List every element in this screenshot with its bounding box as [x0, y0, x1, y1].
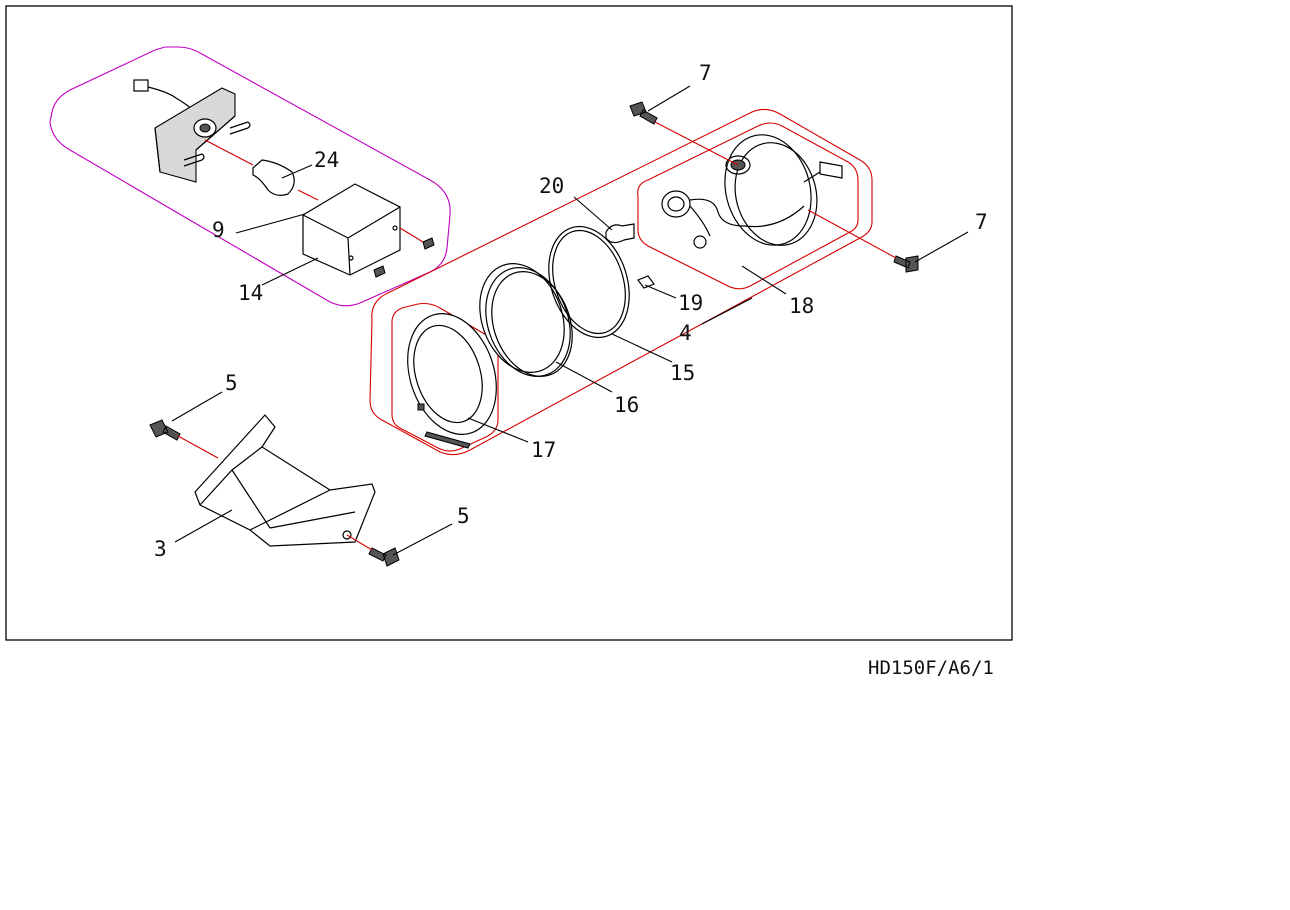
leader-lines — [171, 85, 969, 556]
position-bulb — [637, 275, 655, 289]
label-16: 16 — [614, 393, 639, 417]
rim-screw — [424, 431, 471, 449]
label-7-top: 7 — [699, 61, 712, 85]
label-17: 17 — [531, 438, 556, 462]
lens-back-rim — [491, 271, 573, 377]
fender-hole — [342, 530, 352, 540]
license-light-housing — [154, 87, 236, 183]
housing-pin — [229, 121, 251, 135]
label-18: 18 — [789, 294, 814, 318]
screw-hole — [392, 225, 398, 231]
license-light-group-outline — [49, 46, 451, 307]
headlight-group-outline — [369, 108, 873, 456]
fender-cover — [149, 414, 400, 567]
rim-inner — [413, 324, 483, 424]
housing-connector — [819, 161, 843, 179]
license-lens-cover — [302, 183, 401, 276]
fender-body — [194, 414, 376, 547]
housing-mount-ring — [725, 155, 751, 175]
label-15: 15 — [670, 361, 695, 385]
label-9: 9 — [212, 218, 225, 242]
license-bulb — [252, 159, 295, 196]
label-5-left: 5 — [225, 371, 238, 395]
label-3: 3 — [154, 537, 167, 561]
headlight-lens — [479, 263, 565, 373]
screw-hole — [348, 255, 354, 261]
bolt — [629, 101, 658, 125]
label-5-right: 5 — [457, 504, 470, 528]
headlight-assembly — [407, 101, 919, 449]
assembly-axis-line — [177, 435, 373, 551]
assembly-axis-line — [204, 139, 424, 243]
bulb-socket-ring — [661, 190, 691, 218]
small-screw — [422, 237, 435, 250]
bolt — [893, 255, 919, 273]
socket-hole — [199, 123, 211, 133]
socket-wire — [689, 198, 805, 237]
label-19: 19 — [678, 291, 703, 315]
fender-edges — [199, 446, 356, 531]
housing-back — [734, 142, 818, 246]
connector-wire — [803, 171, 821, 183]
headlight-gasket — [548, 225, 630, 339]
label-7-right: 7 — [975, 210, 988, 234]
assembly-axis-line — [654, 121, 897, 259]
headlight-housing — [724, 134, 812, 246]
label-24: 24 — [314, 148, 339, 172]
lens-back — [485, 267, 571, 377]
housing-group-outline — [637, 122, 859, 290]
rim-group-outline — [391, 302, 499, 452]
drawing-code: HD150F/A6/1 — [868, 657, 994, 679]
label-20: 20 — [539, 174, 564, 198]
housing-pin — [183, 153, 205, 167]
connector — [133, 79, 149, 92]
headlight-rim — [407, 313, 497, 435]
rim-nut — [417, 403, 425, 411]
license-light-assembly — [133, 79, 435, 278]
label-4: 4 — [679, 321, 692, 345]
small-screw — [373, 265, 386, 278]
label-14: 14 — [238, 281, 263, 305]
diagram-frame — [5, 5, 1013, 641]
bolt — [149, 419, 181, 441]
housing-edge — [154, 115, 236, 173]
headlight-bulb — [605, 223, 635, 244]
bolt — [368, 547, 400, 567]
gasket-inner — [552, 229, 626, 335]
small-socket — [693, 235, 707, 249]
socket-inner — [667, 196, 685, 212]
